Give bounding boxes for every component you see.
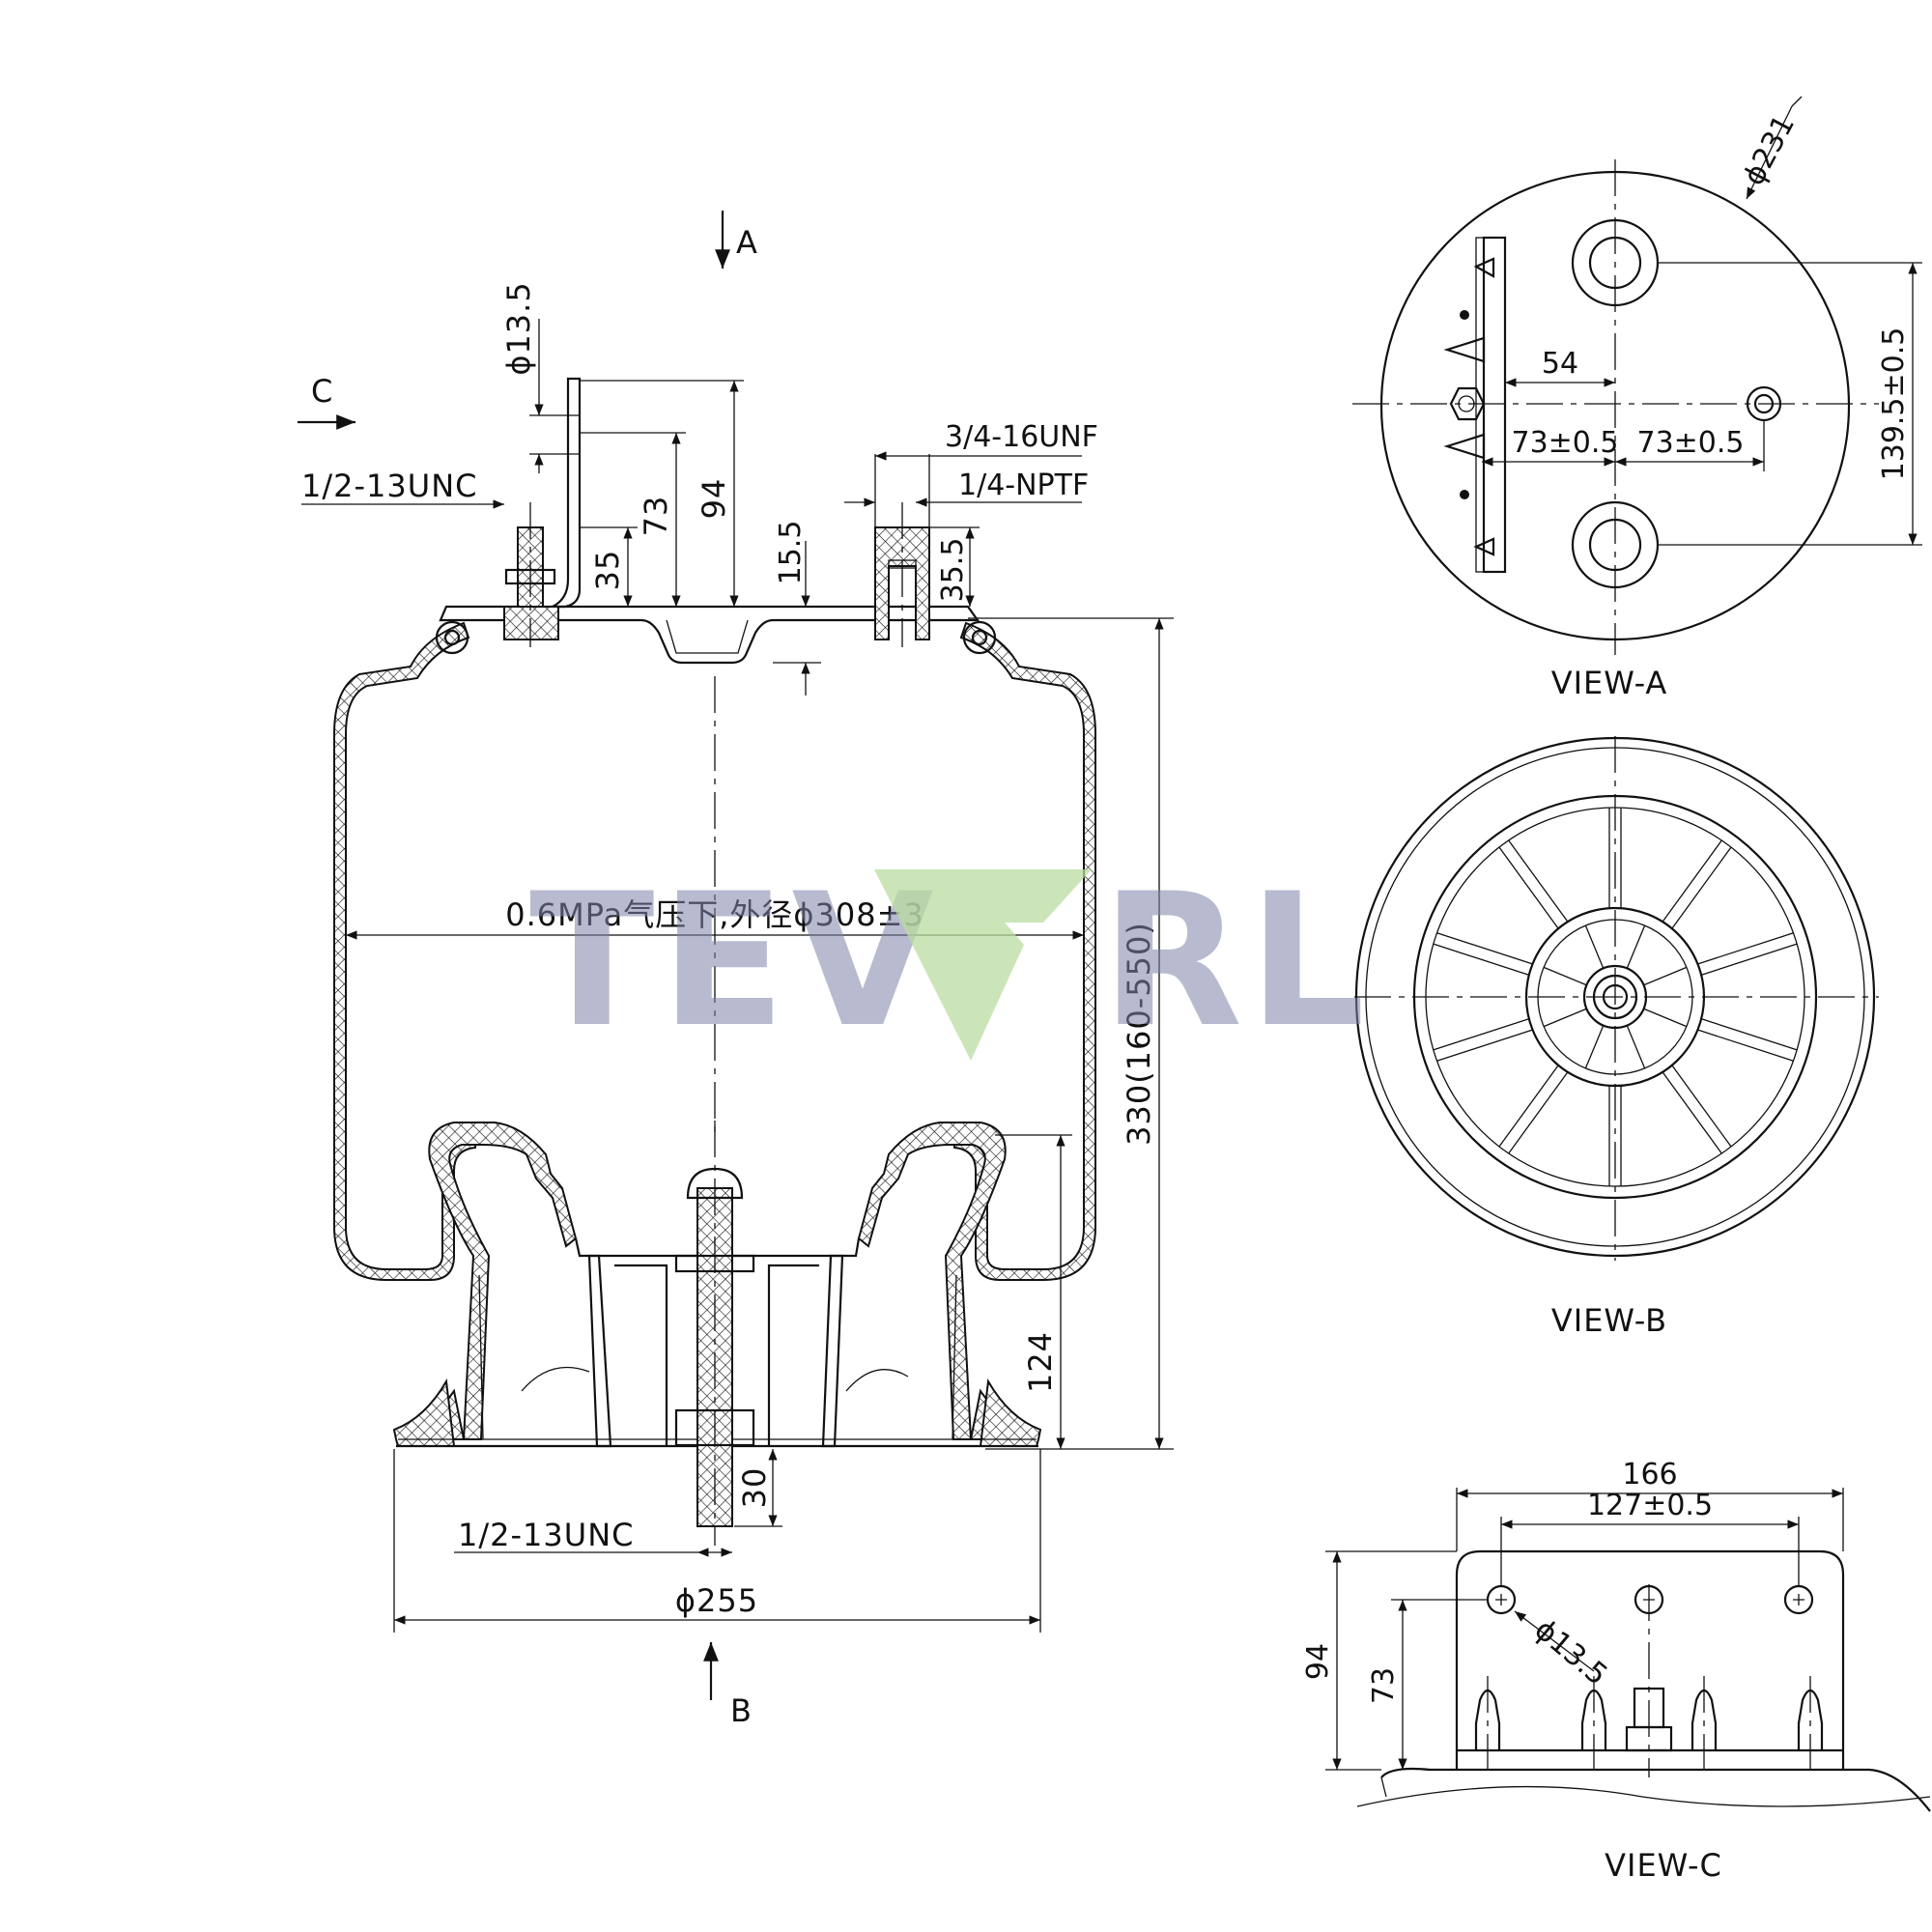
view-b-rib [1671, 846, 1732, 929]
view-a-dim-73-left: 73±0.5 [1511, 426, 1618, 460]
view-b-rib [1498, 1065, 1559, 1148]
view-b-rib [1433, 943, 1529, 976]
watermark: TEV RL [529, 854, 1371, 1067]
watermark-text-left: TEV [529, 854, 939, 1067]
view-a-dim-139: 139.5±0.5 [1877, 327, 1911, 481]
view-arrow-b: B [730, 1692, 753, 1729]
view-b-rib [1662, 1071, 1722, 1154]
bracket-height-dim: 94 [696, 478, 732, 520]
view-arrow-a: A [736, 224, 758, 261]
view-b-hub-rib [1643, 966, 1688, 986]
bracket-hole-dim: ϕ13.5 [500, 281, 537, 375]
view-a: ϕ231 54 73±0.5 73±0.5 139.5±0.5 VIEW-A [1352, 96, 1922, 701]
view-b-rib [1508, 1071, 1569, 1154]
view-b-hub-rib [1543, 966, 1587, 986]
view-c-bracket [1455, 1549, 1845, 1770]
piston-left [395, 1122, 578, 1440]
view-b-rib [1701, 1018, 1798, 1051]
view-c-dim-166: 166 [1622, 1458, 1677, 1492]
main-section-view: 0.6MPa气压下,外径ϕ308±3 330(160-550) 124 ϕ255… [298, 211, 1174, 1729]
view-c-dim-73: 73 [1367, 1667, 1401, 1704]
height-dim: 330(160-550) [1121, 922, 1157, 1146]
piston-height-dim: 124 [1022, 1331, 1059, 1393]
bracket-hole-height-dim: 73 [638, 496, 674, 537]
view-b-rib [1701, 943, 1798, 976]
view-b-rib [1697, 932, 1794, 965]
watermark-logo [874, 869, 1092, 1061]
view-c-dim-94: 94 [1301, 1643, 1335, 1680]
piston-base-right [979, 1378, 1042, 1447]
piston-base-left [392, 1378, 456, 1447]
view-a-bracket [1482, 236, 1507, 574]
view-b: VIEW-B [1354, 736, 1879, 1339]
view-c-hole-dim: ϕ13.5 [1528, 1612, 1614, 1691]
view-b-hub-rib [1626, 924, 1646, 969]
view-c-title: VIEW-C [1605, 1847, 1722, 1884]
view-a-dia-dim: ϕ231 [1737, 109, 1802, 190]
recess-depth-dim: 15.5 [774, 521, 808, 585]
base-dia-dim: ϕ255 [675, 1582, 758, 1619]
fitting-thread-label: 3/4-16UNF [945, 420, 1098, 454]
view-a-dim-73-right: 73±0.5 [1636, 426, 1744, 460]
view-b-title: VIEW-B [1551, 1302, 1667, 1339]
view-b-hub-rib [1643, 1008, 1688, 1028]
view-b-hub-rib [1584, 924, 1605, 969]
stud-length-dim: 30 [736, 1467, 773, 1509]
view-b-rib [1436, 1029, 1533, 1062]
view-b-ribs [1433, 808, 1798, 1186]
view-a-title: VIEW-A [1551, 665, 1668, 701]
bead-ring-right [962, 620, 997, 655]
view-b-rib [1671, 1065, 1732, 1148]
view-c-dim-127: 127±0.5 [1587, 1489, 1713, 1522]
stud-height-dim: 35 [589, 550, 626, 591]
top-thread-label: 1/2-13UNC [301, 468, 477, 504]
top-bead-plate [439, 605, 980, 665]
bellows-wall [333, 621, 476, 1281]
view-b-hub-rib [1543, 1008, 1587, 1028]
mounting-bracket [552, 377, 582, 609]
piston-right [857, 1122, 1039, 1440]
view-b-hub-rib [1584, 1025, 1605, 1069]
bellows-wall-right [953, 621, 1096, 1281]
port-thread-label: 1/4-NPTF [958, 469, 1089, 502]
pressure-note: 0.6MPa气压下,外径ϕ308±3 [505, 896, 924, 933]
view-b-rib [1508, 839, 1569, 923]
view-a-dim-54: 54 [1542, 347, 1578, 381]
view-arrow-c: C [311, 373, 333, 410]
view-b-rib [1436, 932, 1533, 965]
fitting-height-dim: 35.5 [936, 538, 970, 603]
watermark-text-right: RL [1101, 854, 1371, 1067]
bottom-thread-label: 1/2-13UNC [458, 1517, 634, 1553]
bead-ring-left [435, 620, 469, 655]
view-a-air-port [1746, 385, 1782, 422]
view-b-rib [1498, 846, 1559, 929]
view-b-rib [1697, 1029, 1794, 1062]
view-b-rib [1662, 839, 1722, 923]
view-b-rib [1433, 1018, 1529, 1051]
view-c: 166 127±0.5 94 73 ϕ13.5 VIEW-C [1301, 1458, 1931, 1884]
view-b-hub-rib [1626, 1025, 1646, 1069]
